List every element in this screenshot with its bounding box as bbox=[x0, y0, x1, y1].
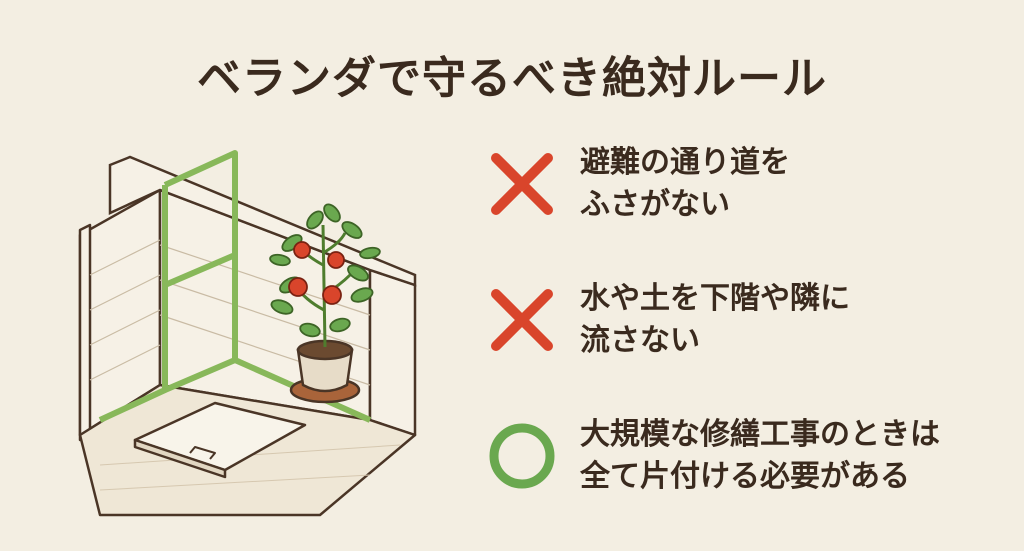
circle-icon bbox=[489, 423, 555, 489]
rule-text: 大規模な修繕工事のときは 全て片付ける必要がある bbox=[580, 417, 940, 494]
cross-icon bbox=[491, 289, 553, 351]
rules-list: 避難の通り道を ふさがない 水や土を下階や隣に 流さない 大規模な修繕工事のとき… bbox=[482, 145, 1002, 494]
tomato-plant-icon bbox=[269, 203, 381, 404]
evacuation-hatch-icon bbox=[133, 401, 307, 479]
wall-slats bbox=[89, 239, 371, 386]
rule-item: 避難の通り道を ふさがない bbox=[482, 145, 1002, 222]
cross-icon bbox=[491, 153, 553, 215]
rule-item: 大規模な修繕工事のときは 全て片付ける必要がある bbox=[482, 417, 1002, 494]
balcony-illustration bbox=[78, 150, 417, 517]
rule-text: 避難の通り道を ふさがない bbox=[580, 145, 790, 222]
page-title: ベランダで守るべき絶対ルール bbox=[197, 53, 827, 104]
rule-item: 水や土を下階や隣に 流さない bbox=[482, 281, 1002, 358]
rule-text: 水や土を下階や隣に 流さない bbox=[580, 281, 850, 358]
